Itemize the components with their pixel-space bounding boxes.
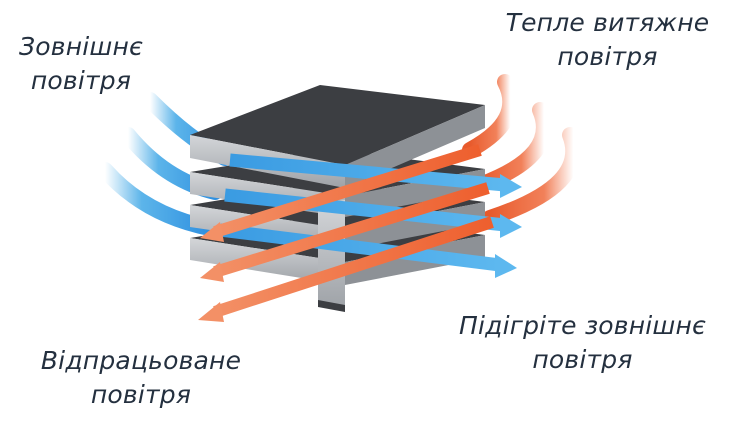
used-air-outflow-arrows xyxy=(198,144,494,322)
heated-air-outflow-arrows xyxy=(219,153,522,278)
used-air-label: Відпрацьоване повітря xyxy=(6,344,276,412)
warm-exhaust-air-label-line2: повітря xyxy=(557,42,658,71)
warm-air-inflow-arrows xyxy=(462,74,582,226)
warm-exhaust-air-label-line1: Тепле витяжне xyxy=(505,8,710,37)
heated-outdoor-air-label: Підігріте зовнішнє повітря xyxy=(420,309,745,377)
used-air-label-line1: Відпрацьоване xyxy=(40,346,242,375)
outdoor-air-label-line2: повітря xyxy=(30,66,132,95)
warm-exhaust-air-label: Тепле витяжне повітря xyxy=(470,6,745,74)
outdoor-air-label: Зовнішнє повітря xyxy=(6,30,156,98)
heated-outdoor-air-label-line1: Підігріте зовнішнє xyxy=(459,311,706,340)
outdoor-air-label-line1: Зовнішнє xyxy=(19,32,143,61)
heated-outdoor-air-label-line2: повітря xyxy=(532,345,633,374)
used-air-label-line2: повітря xyxy=(90,380,192,409)
